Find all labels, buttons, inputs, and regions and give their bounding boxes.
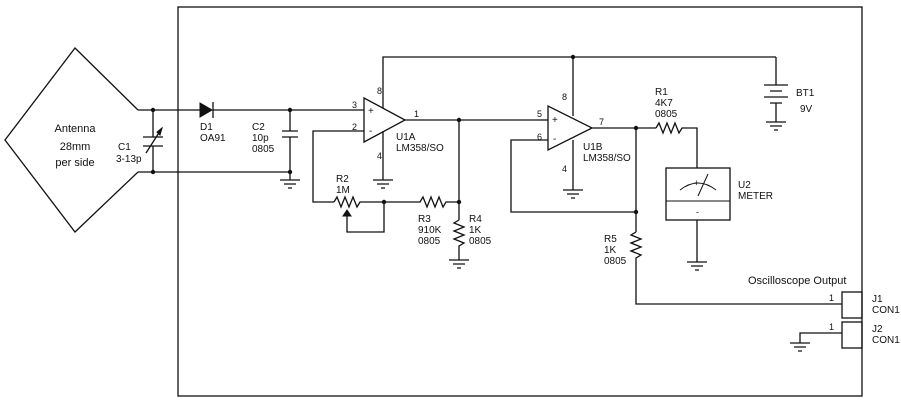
u1a-pin-gnd: 4 [377, 151, 382, 161]
u1a-opamp: + - 3 2 1 8 4 U1A LM358/SO [352, 86, 444, 161]
u1b-opamp: + - 5 6 7 8 4 U1B LM358/SO [537, 92, 631, 174]
d1-ref: D1 [200, 122, 213, 133]
r4-resistor: R4 1K 0805 [449, 214, 492, 269]
r1-resistor: R1 4K7 0805 [655, 87, 698, 168]
r5-value: 1K [604, 245, 617, 256]
u1a-value: LM358/SO [396, 143, 444, 154]
r2-ref: R2 [336, 174, 349, 185]
c2-package: 0805 [252, 144, 275, 155]
j2-pin: 1 [829, 322, 834, 332]
r1-value: 4K7 [655, 98, 673, 109]
r2-value: 1M [336, 185, 350, 196]
u1a-pin-inv: 2 [352, 122, 357, 132]
u1a-ref: U1A [396, 132, 416, 143]
c2-capacitor: C2 10p 0805 [252, 107, 298, 175]
u1b-plus-sign: + [552, 115, 558, 126]
u2-meter: + - U2 METER [665, 167, 773, 271]
j1-connector: 1 J1 CON1 [829, 291, 900, 319]
r4-package: 0805 [469, 236, 492, 247]
u1b-ref: U1B [583, 142, 603, 153]
j2-ref: J2 [872, 324, 883, 335]
c1-value: 3-13p [116, 154, 142, 165]
j1-value: CON1 [872, 305, 900, 316]
j1-ref: J1 [872, 294, 883, 305]
u1b-pin-inv: 6 [537, 132, 542, 142]
u2-value: METER [738, 191, 773, 202]
r5-package: 0805 [604, 256, 627, 267]
antenna: Antenna 28mm per side [4, 47, 139, 233]
u1a-minus-sign: - [369, 126, 372, 137]
r3-value: 910K [418, 225, 442, 236]
d1-value: OA91 [200, 133, 226, 144]
u2-plus-sign: + [694, 178, 699, 188]
u1b-pin-vcc: 8 [562, 92, 567, 102]
ground-symbol [280, 172, 300, 189]
j1-pin: 1 [829, 293, 834, 303]
u1a-plus-sign: + [368, 106, 374, 117]
u1b-pin-out: 7 [599, 117, 604, 127]
antenna-size-line1: 28mm [60, 141, 91, 153]
d1-diode: D1 OA91 [199, 102, 226, 144]
r4-value: 1K [469, 225, 482, 236]
u1b-pin-noninv: 5 [537, 109, 542, 119]
c2-value: 10p [252, 133, 269, 144]
u1a-pin-vcc: 8 [377, 86, 382, 96]
u1a-pin-out: 1 [414, 109, 419, 119]
antenna-label: Antenna [55, 123, 97, 135]
antenna-size-line2: per side [55, 157, 94, 169]
u1b-minus-sign: - [553, 134, 556, 145]
c1-variable-capacitor: C1 3-13p [116, 107, 163, 175]
r2-potentiometer: R2 1M [333, 174, 387, 233]
c2-ref: C2 [252, 122, 265, 133]
j2-value: CON1 [872, 335, 900, 346]
bt1-ref: BT1 [796, 88, 815, 99]
j2-connector: 1 J2 CON1 [790, 321, 900, 352]
u1a-pin-noninv: 3 [352, 100, 357, 110]
r3-ref: R3 [418, 214, 431, 225]
u2-ref: U2 [738, 180, 751, 191]
r1-ref: R1 [655, 87, 668, 98]
u2-minus-sign: - [696, 207, 699, 217]
r4-ref: R4 [469, 214, 482, 225]
r5-ref: R5 [604, 234, 617, 245]
bt1-battery: BT1 9V [764, 57, 815, 131]
oscilloscope-output-label: Oscilloscope Output [748, 275, 846, 287]
u1b-value: LM358/SO [583, 153, 631, 164]
r5-resistor: R5 1K 0805 [604, 231, 842, 305]
u1b-pin-gnd: 4 [562, 164, 567, 174]
r3-resistor: R3 910K 0805 [384, 195, 459, 247]
r3-package: 0805 [418, 236, 441, 247]
r1-package: 0805 [655, 109, 678, 120]
bt1-value: 9V [800, 104, 813, 115]
board-outline [177, 6, 863, 397]
c1-ref: C1 [118, 142, 131, 153]
